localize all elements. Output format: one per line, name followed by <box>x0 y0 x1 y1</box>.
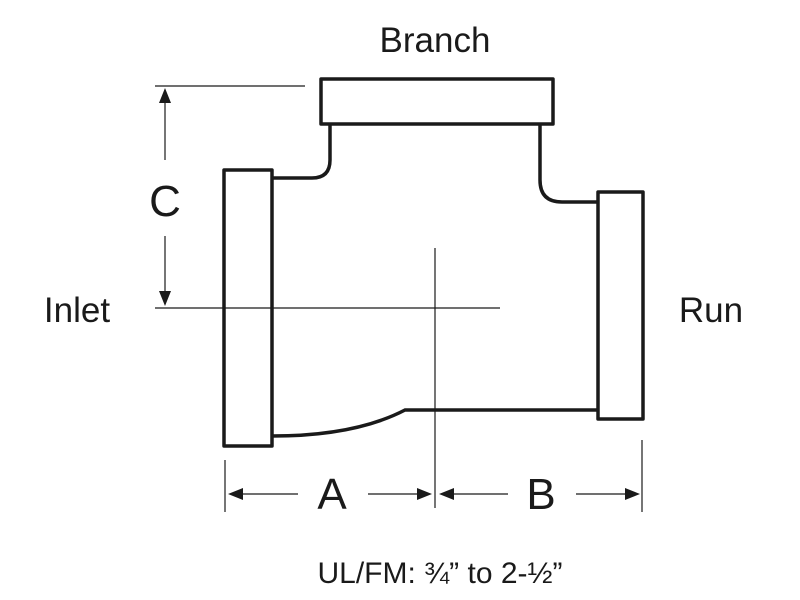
branch-flange <box>319 77 555 126</box>
dimension-a-b: A B <box>224 440 643 519</box>
body-upper-right-curve <box>538 122 600 204</box>
body-upper-left-curve <box>270 122 332 180</box>
dim-c-label: C <box>149 177 181 226</box>
a-arrow-left-icon <box>228 488 243 500</box>
c-arrow-up-icon <box>159 88 171 103</box>
body-lower-curve <box>270 408 600 438</box>
run-label: Run <box>679 291 743 330</box>
run-flange <box>596 190 645 421</box>
dim-b-label: B <box>526 470 555 519</box>
dim-a-label: A <box>317 470 347 519</box>
dimension-c: C <box>149 85 305 306</box>
a-arrow-right-icon <box>417 488 432 500</box>
inlet-label: Inlet <box>44 291 110 330</box>
tee-body <box>270 122 600 438</box>
c-arrow-down-icon <box>159 291 171 306</box>
b-arrow-left-icon <box>439 488 454 500</box>
size-range-caption: UL/FM: ¾” to 2-½” <box>317 557 562 590</box>
branch-label: Branch <box>380 21 491 60</box>
b-arrow-right-icon <box>625 488 640 500</box>
